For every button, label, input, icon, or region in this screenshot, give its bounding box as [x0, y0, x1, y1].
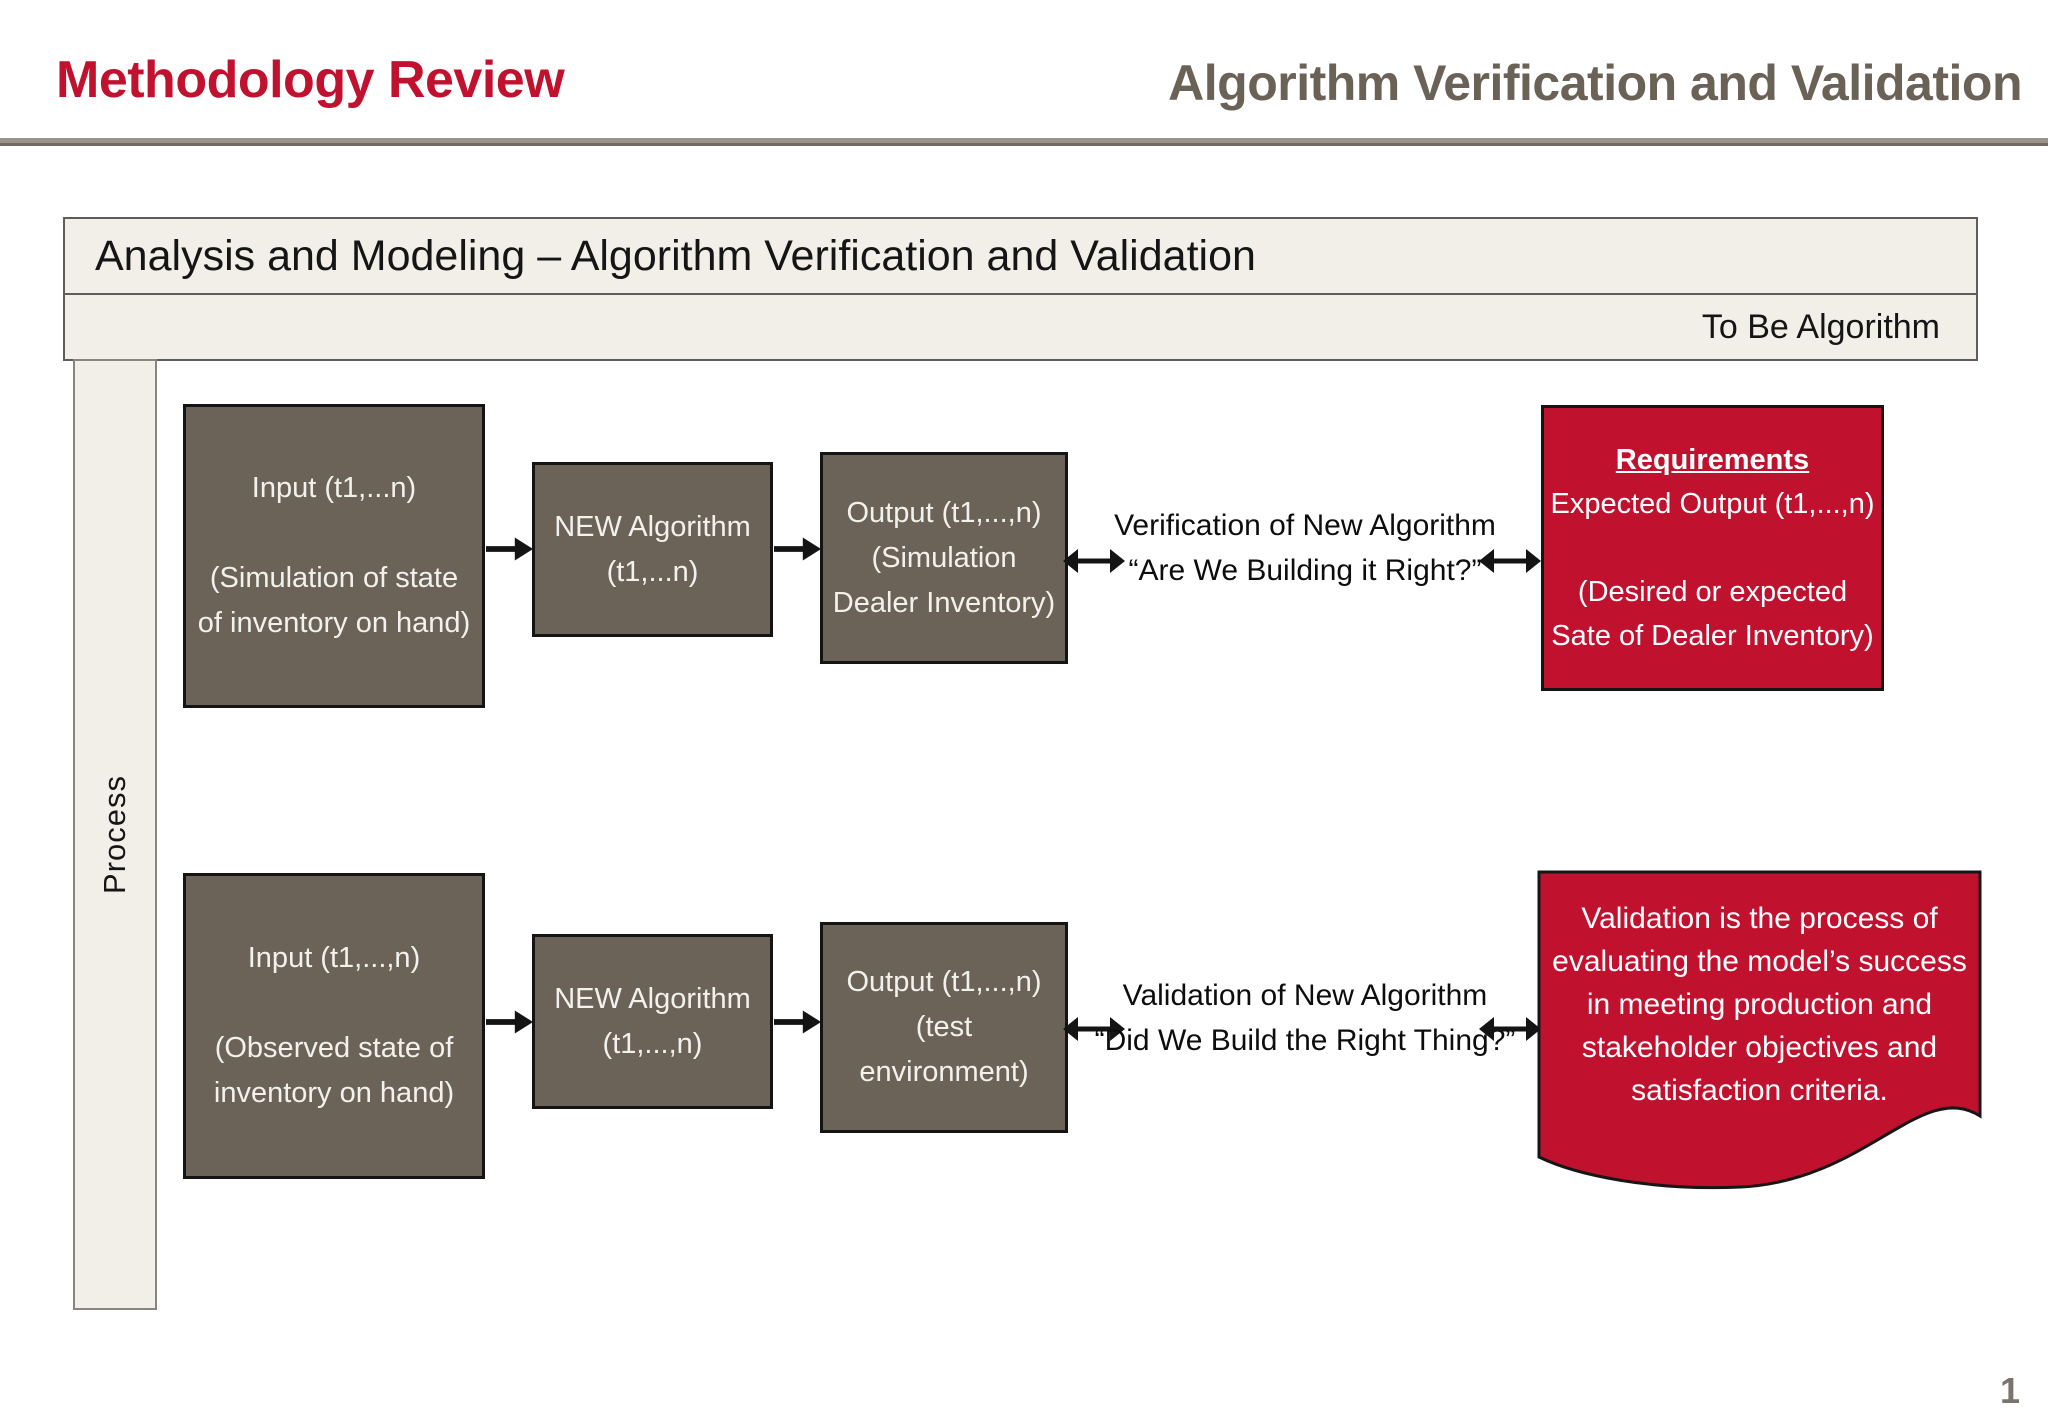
to-be-algorithm-label: To Be Algorithm	[1701, 307, 1940, 346]
requirements-title: Requirements	[1615, 444, 1810, 476]
panel-header-bar: Analysis and Modeling – Algorithm Verifi…	[63, 217, 1978, 295]
double-arrow-icon	[1479, 549, 1541, 573]
page-number: 1	[1999, 1370, 2020, 1411]
document-shape	[1537, 870, 1982, 1190]
process-lane: Process	[73, 359, 157, 1310]
right-arrow-icon	[774, 537, 822, 561]
slide-title: Methodology Review	[56, 51, 565, 109]
box-requirements: Requirements Expected Output (t1,...,n)(…	[1541, 405, 1884, 691]
verification-label: Verification of New Algorithm“Are We Bui…	[1114, 509, 1496, 587]
right-arrow-icon	[486, 537, 534, 561]
validation-label: Validation of New Algorithm“Did We Build…	[1094, 979, 1516, 1057]
process-lane-label: Process	[97, 775, 132, 894]
title-divider	[0, 138, 2048, 146]
box-new-algorithm-2: NEW Algorithm(t1,...,n)	[532, 934, 773, 1109]
right-arrow-icon	[774, 1010, 822, 1034]
panel-subheader-bar: To Be Algorithm	[63, 293, 1978, 361]
box-new-algorithm-1: NEW Algorithm(t1,...n)	[532, 462, 773, 637]
slide-subtitle: Algorithm Verification and Validation	[1168, 55, 2022, 111]
panel-title: Analysis and Modeling – Algorithm Verifi…	[95, 231, 1256, 280]
double-arrow-icon	[1479, 1017, 1541, 1041]
requirements-body: Expected Output (t1,...,n)(Desired or ex…	[1550, 488, 1875, 652]
double-arrow-icon	[1063, 549, 1125, 573]
double-arrow-icon	[1063, 1017, 1125, 1041]
right-arrow-icon	[486, 1010, 534, 1034]
